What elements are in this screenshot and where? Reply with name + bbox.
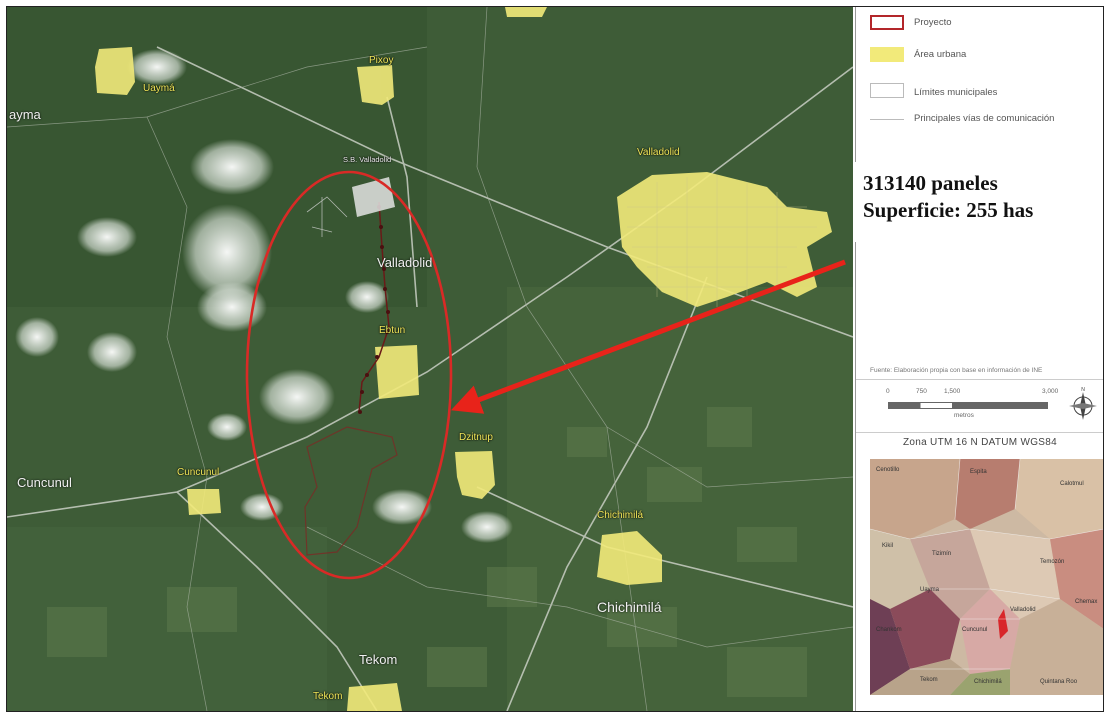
cloud-cover bbox=[15, 49, 513, 543]
callout-area: Superficie: 255 has bbox=[863, 198, 1034, 222]
inset-label: Tekom bbox=[920, 677, 938, 683]
scale-tick: 0 bbox=[886, 388, 890, 395]
label-tekom-muni: Tekom bbox=[359, 652, 398, 667]
satellite-map[interactable]: Uaymá ayma Pixoy Valladolid S.B. Vallado… bbox=[7, 7, 853, 711]
inset-label: Uayma bbox=[920, 587, 940, 593]
substation-area bbox=[352, 177, 395, 217]
field-patches bbox=[47, 407, 807, 697]
legend-panel: Proyecto Área urbana Límites municipales… bbox=[855, 7, 1103, 711]
label-cuncunul-muni: Cuncunul bbox=[17, 475, 72, 490]
legend-swatch-urban bbox=[870, 47, 904, 62]
label-uayma: Uaymá bbox=[143, 83, 175, 94]
label-ebtun: Ebtun bbox=[379, 325, 406, 336]
location-inset-map: Cenotillo Espita Calotmul Kikil Tizimín … bbox=[870, 459, 1103, 695]
label-tekom-town: Tekom bbox=[313, 691, 343, 702]
inset-label: Chankom bbox=[876, 627, 902, 633]
inset-label: Espita bbox=[970, 469, 987, 475]
map-figure: Uaymá ayma Pixoy Valladolid S.B. Vallado… bbox=[6, 6, 1104, 712]
transmission-towers bbox=[358, 205, 390, 414]
label-dzitnup: Dzitnup bbox=[459, 432, 493, 443]
inset-label: Chemax bbox=[1075, 599, 1098, 605]
scale-tick: 1,500 bbox=[944, 388, 961, 395]
inset-label: Chichimilá bbox=[974, 679, 1002, 685]
callout-panels: 313140 paneles bbox=[863, 171, 998, 195]
label-pixoy: Pixoy bbox=[369, 55, 394, 66]
project-callout: 313140 paneles Superficie: 255 has bbox=[855, 162, 1103, 242]
coordinate-system: Zona UTM 16 N DATUM WGS84 bbox=[902, 437, 1057, 448]
inset-label: Kikil bbox=[882, 543, 894, 549]
legend-label-roads: Principales vías de comunicación bbox=[914, 113, 1055, 124]
scale-tick: 3,000 bbox=[1042, 388, 1059, 395]
scale-bar-graphic bbox=[888, 402, 1048, 409]
source-note: Fuente: Elaboración propia con base en i… bbox=[870, 367, 1043, 374]
label-chichimila-town: Chichimilá bbox=[597, 510, 644, 521]
legend-swatch-limits bbox=[870, 83, 904, 98]
north-arrow-icon: N bbox=[1069, 387, 1097, 420]
urban-areas bbox=[95, 7, 832, 711]
project-highlight-ellipse bbox=[245, 170, 453, 580]
inset-label: Valladolid bbox=[1010, 607, 1036, 613]
legend-label-limits: Límites municipales bbox=[914, 87, 998, 98]
valladolid-streets bbox=[627, 175, 817, 307]
pointer-arrow bbox=[450, 259, 846, 414]
label-sb-valladolid: S.B. Valladolid bbox=[343, 155, 392, 164]
label-ayma-muni: ayma bbox=[9, 107, 41, 122]
scale-unit: metros bbox=[954, 412, 974, 419]
inset-graphics bbox=[870, 459, 1103, 695]
label-valladolid-muni: Valladolid bbox=[377, 255, 433, 270]
inset-label: Cenotillo bbox=[876, 467, 900, 473]
label-chichimila-muni: Chichimilá bbox=[597, 599, 662, 615]
svg-text:N: N bbox=[1081, 387, 1085, 393]
map-graphics bbox=[7, 7, 853, 711]
label-cuncunul-town: Cuncunul bbox=[177, 467, 220, 478]
legend-label-project: Proyecto bbox=[914, 17, 952, 28]
inset-label: Quintana Roo bbox=[1040, 679, 1078, 685]
legend-swatch-project bbox=[870, 15, 904, 30]
scale-tick: 750 bbox=[916, 388, 927, 395]
inset-label: Temozón bbox=[1040, 559, 1065, 565]
project-boundary bbox=[304, 426, 398, 556]
scale-bar: 0 750 1,500 3,000 metros N bbox=[856, 379, 1103, 433]
legend-swatch-roads bbox=[870, 119, 904, 120]
inset-label: Cuncunul bbox=[962, 627, 988, 633]
legend-label-urban: Área urbana bbox=[914, 49, 967, 60]
label-valladolid-town: Valladolid bbox=[637, 147, 680, 158]
inset-label: Calotmul bbox=[1060, 481, 1084, 487]
inset-label: Tizimín bbox=[932, 551, 952, 557]
